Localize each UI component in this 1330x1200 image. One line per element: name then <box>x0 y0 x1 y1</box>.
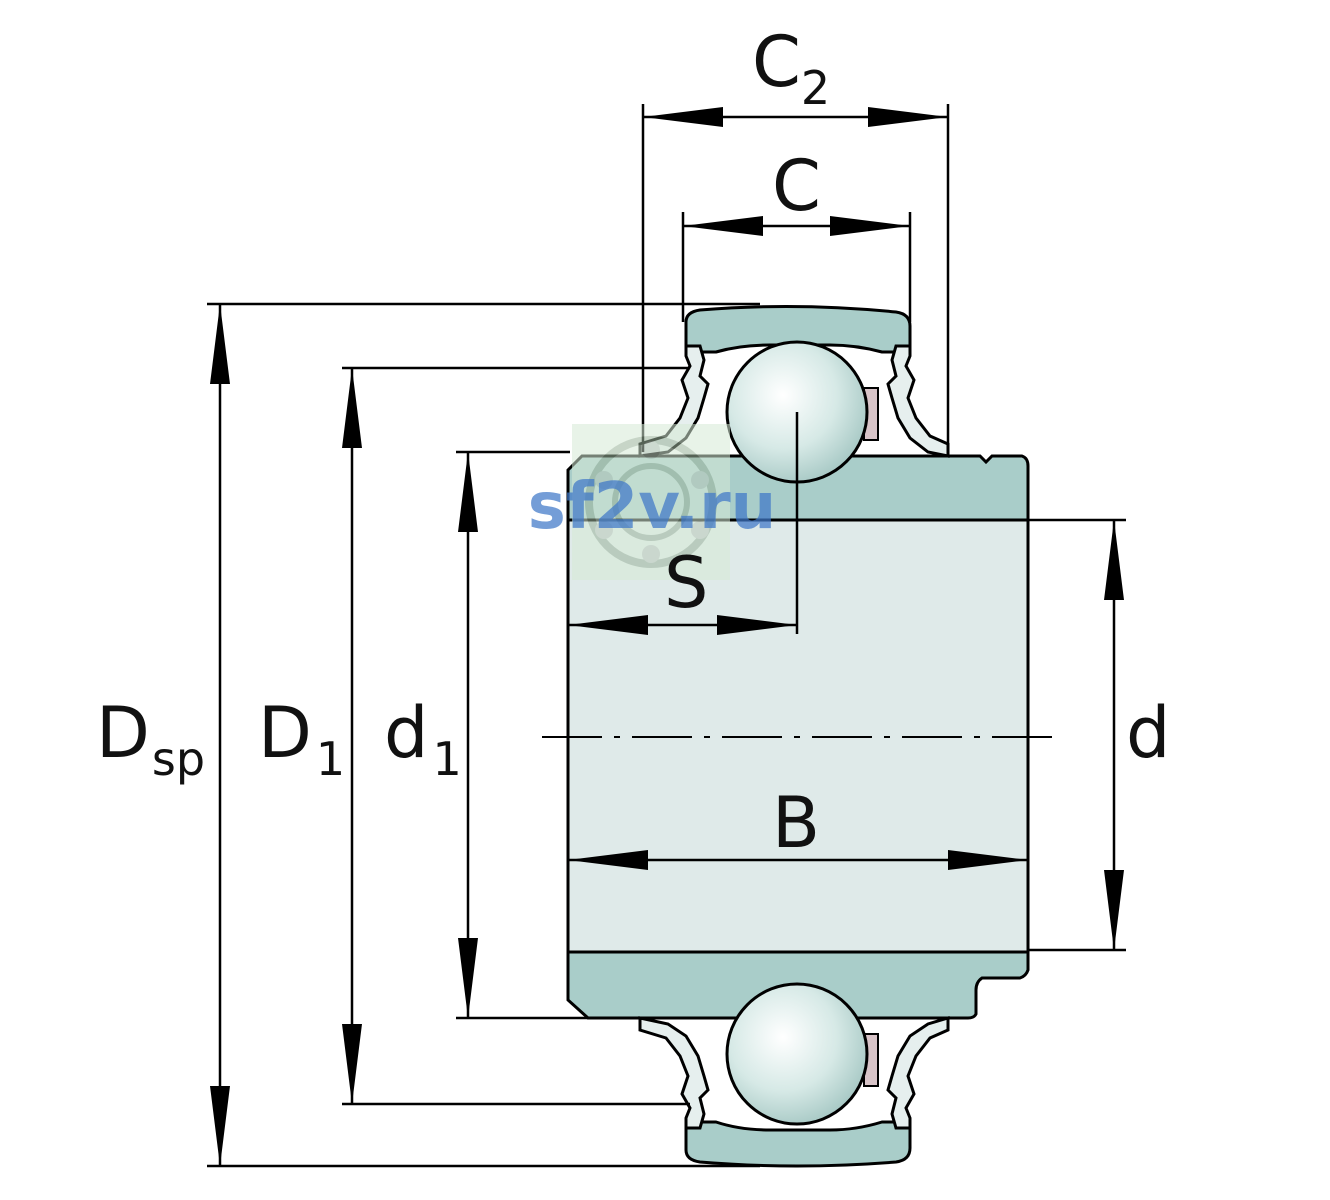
label-c2: C2 <box>752 21 830 115</box>
outer-ring-top <box>684 304 912 354</box>
dimension-lines <box>210 106 1124 1166</box>
watermark-logo <box>572 424 730 580</box>
seal-top-right <box>886 344 950 458</box>
watermark-text: sf2v.ru <box>528 470 776 544</box>
label-dsp: Dsp <box>96 692 205 786</box>
seal-bottom-right <box>886 1015 950 1130</box>
label-c: C <box>772 145 821 227</box>
outer-ring-bottom <box>684 1120 912 1168</box>
label-d: d <box>1126 692 1170 774</box>
label-big-d1: D1 <box>258 692 345 786</box>
label-b: B <box>772 782 820 864</box>
label-d1: d1 <box>384 692 462 786</box>
ball-bottom <box>725 982 869 1126</box>
label-s: S <box>664 542 708 624</box>
seal-bottom-left <box>638 1016 710 1130</box>
extension-lines <box>207 104 1126 1168</box>
